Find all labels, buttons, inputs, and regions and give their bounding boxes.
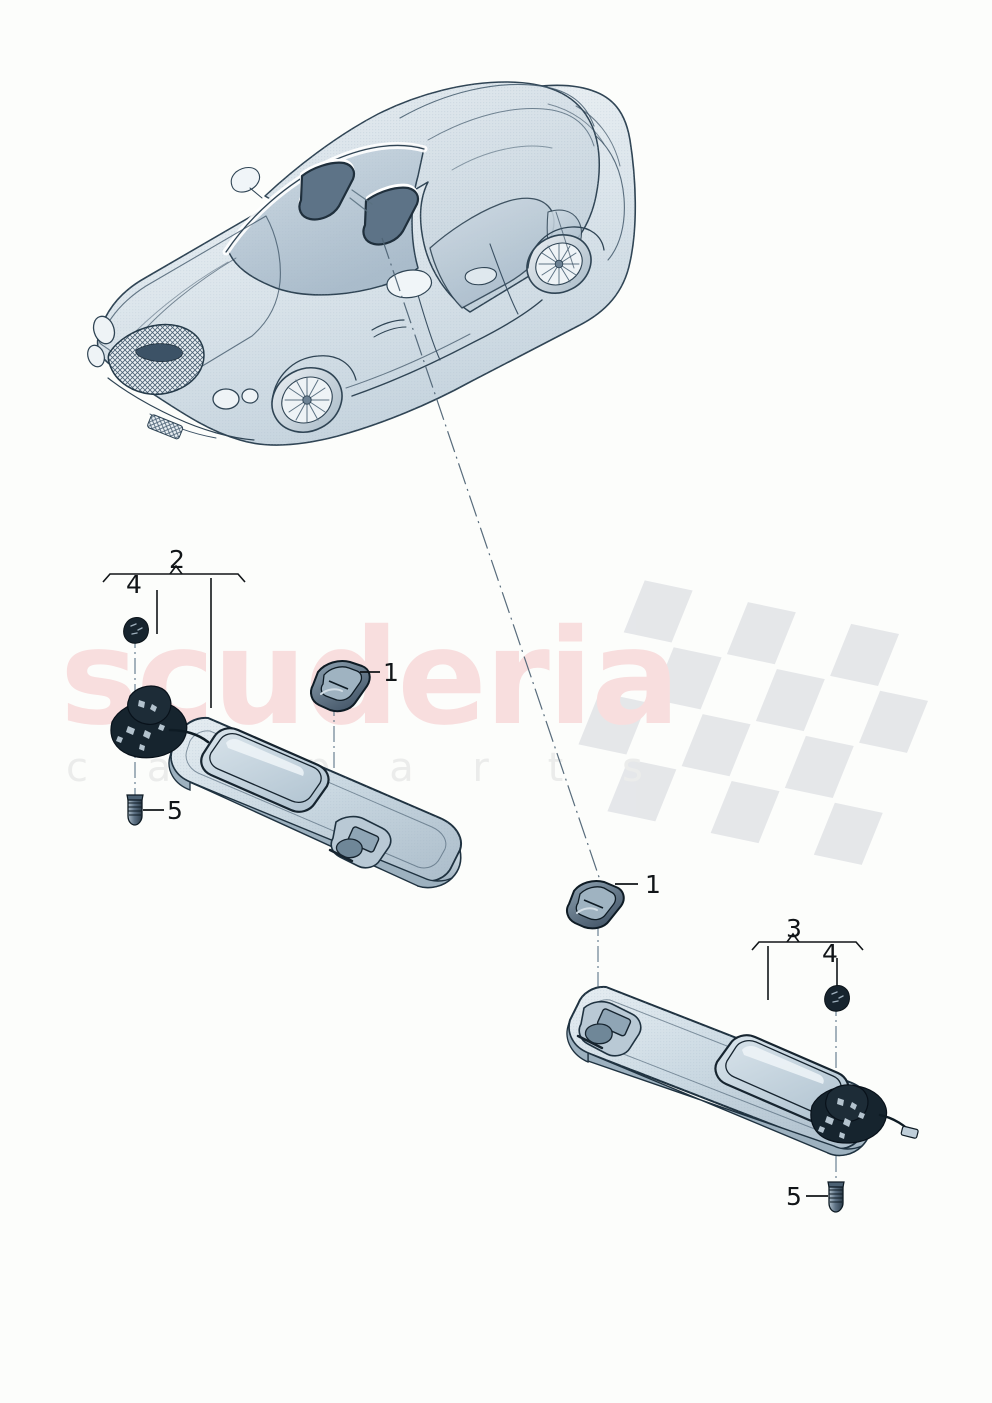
- visor-pivot-left: [328, 815, 392, 869]
- fixing-screw-right: [827, 1181, 845, 1213]
- front-wheel: [271, 367, 343, 433]
- callout-number-3: 3: [786, 914, 802, 943]
- sun-visor-right-highlight: [362, 183, 420, 246]
- callout-number-1-right: 1: [645, 870, 661, 899]
- fixing-screw-left: [126, 794, 144, 826]
- assembly-reference-line: [381, 237, 601, 881]
- retaining-clip-left: [123, 617, 149, 644]
- right-sun-visor-assembly: [566, 880, 919, 1213]
- visor-retaining-hook-left: [310, 660, 371, 713]
- callout-number-5-right: 5: [786, 1182, 802, 1211]
- rear-wheel: [526, 234, 592, 294]
- vehicle-illustration: [87, 81, 637, 446]
- callout-number-4-right: 4: [822, 939, 838, 968]
- callout-number-4-left: 4: [126, 570, 142, 599]
- visor-body-left: [168, 716, 462, 889]
- sun-visor-left-highlight: [298, 158, 356, 221]
- left-sun-visor-assembly: [102, 564, 462, 889]
- callout-number-1-left: 1: [383, 658, 399, 687]
- callout-number-2: 2: [169, 545, 185, 574]
- visor-hinge-bracket-right: [810, 1084, 919, 1144]
- retaining-clip-right: [824, 985, 850, 1012]
- visor-hinge-bracket-left: [110, 685, 210, 759]
- vanity-mirror-left: [200, 727, 330, 813]
- visor-retaining-hook-right: [566, 880, 625, 930]
- callout-bracket-2: [102, 564, 246, 583]
- callout-number-5-left: 5: [167, 796, 183, 825]
- callout-bracket-3: [751, 932, 864, 951]
- visor-pivot-right: [576, 1000, 642, 1057]
